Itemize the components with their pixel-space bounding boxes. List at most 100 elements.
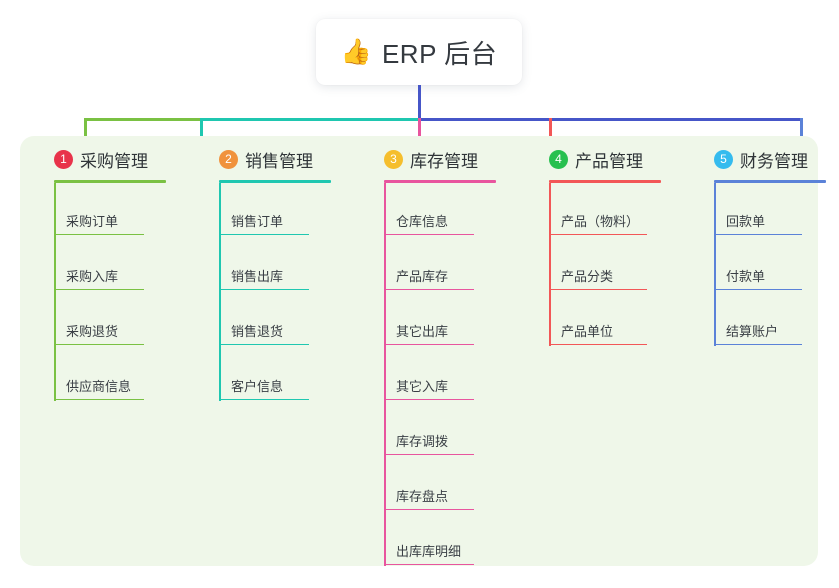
branch-item[interactable]: 出库库明细 (366, 513, 516, 568)
drop-line-2 (200, 118, 203, 145)
branch-spine (714, 183, 716, 346)
branch-number-badge: 2 (219, 149, 238, 169)
branch-item-label: 仓库信息 (396, 214, 449, 229)
branch-spine (54, 183, 56, 401)
branch-item-label: 其它入库 (396, 379, 449, 394)
branch-items: 销售订单销售出库销售退货客户信息 (201, 183, 351, 403)
branch-column-2: 2 销售管理销售订单销售出库销售退货客户信息 (201, 146, 351, 403)
branch-item-label: 供应商信息 (66, 379, 132, 394)
branch-header-rule (384, 180, 496, 183)
root-node[interactable]: 👍 ERP 后台 (316, 19, 522, 85)
drop-line-1 (84, 118, 87, 145)
branch-header-rule (54, 180, 166, 183)
branch-item-rule (714, 288, 802, 290)
branch-item[interactable]: 采购订单 (36, 183, 186, 238)
branch-item-rule (384, 563, 474, 565)
branch-items: 回款单付款单结算账户 (696, 183, 836, 348)
branches-panel (20, 136, 818, 566)
branch-item-label: 库存调拨 (396, 434, 449, 449)
branch-item-label: 产品库存 (396, 269, 449, 284)
bar-segment-3 (417, 118, 802, 121)
branch-number-badge: 1 (54, 149, 73, 169)
branch-header-1[interactable]: 1 采购管理 (36, 146, 186, 172)
branch-items: 采购订单采购入库采购退货供应商信息 (36, 183, 186, 403)
branch-items: 产品（物料） 产品分类产品单位 (531, 183, 681, 348)
branch-header-rule (549, 180, 661, 183)
branch-title: 销售管理 (245, 151, 313, 171)
branch-item-rule (384, 343, 474, 345)
branch-item[interactable]: 采购入库 (36, 238, 186, 293)
branch-header-rule (219, 180, 331, 183)
branch-item-rule (219, 233, 309, 235)
branch-item-label: 客户信息 (231, 379, 284, 394)
branch-item[interactable]: 采购退货 (36, 293, 186, 348)
branch-header-2[interactable]: 2 销售管理 (201, 146, 351, 172)
branch-item-rule (384, 508, 474, 510)
branch-item-label: 产品（物料） (561, 214, 640, 229)
branch-spine (219, 183, 221, 401)
branch-item-label: 出库库明细 (396, 544, 462, 559)
bar-segment-1 (84, 118, 200, 121)
branch-title: 产品管理 (575, 151, 643, 171)
branch-item-rule (549, 233, 647, 235)
branch-number-badge: 3 (384, 149, 403, 169)
branch-item[interactable]: 仓库信息 (366, 183, 516, 238)
branch-number-badge: 4 (549, 149, 568, 169)
branch-item-label: 采购订单 (66, 214, 119, 229)
branch-item[interactable]: 产品单位 (531, 293, 681, 348)
branch-item-rule (384, 453, 474, 455)
branch-item-label: 销售订单 (231, 214, 284, 229)
branch-item-rule (549, 288, 647, 290)
branch-item[interactable]: 客户信息 (201, 348, 351, 403)
branch-item-rule (384, 288, 474, 290)
branch-item-label: 产品分类 (561, 269, 614, 284)
branch-item-label: 结算账户 (726, 324, 779, 339)
branch-item[interactable]: 销售订单 (201, 183, 351, 238)
branch-item[interactable]: 库存调拨 (366, 403, 516, 458)
branch-item[interactable]: 回款单 (696, 183, 836, 238)
branch-item[interactable]: 产品库存 (366, 238, 516, 293)
branch-item[interactable]: 产品分类 (531, 238, 681, 293)
branch-number-badge: 5 (714, 149, 733, 169)
thumbs-up-icon: 👍 (340, 37, 372, 66)
branch-header-4[interactable]: 4 产品管理 (531, 146, 681, 172)
branch-item-label: 销售出库 (231, 269, 284, 284)
branch-item-rule (54, 398, 144, 400)
branch-item-rule (219, 398, 309, 400)
branch-item-label: 销售退货 (231, 324, 284, 339)
bar-segment-2 (200, 118, 419, 121)
branch-item[interactable]: 其它出库 (366, 293, 516, 348)
branch-item-rule (384, 233, 474, 235)
branch-item-label: 采购入库 (66, 269, 119, 284)
branch-item-rule (549, 343, 647, 345)
branch-item[interactable]: 产品（物料） (531, 183, 681, 238)
branch-spine (384, 183, 386, 566)
branch-item-label: 其它出库 (396, 324, 449, 339)
branch-item-label: 付款单 (726, 269, 766, 284)
branch-item[interactable]: 销售退货 (201, 293, 351, 348)
branch-item[interactable]: 结算账户 (696, 293, 836, 348)
branch-item-label: 产品单位 (561, 324, 614, 339)
branch-item-rule (219, 343, 309, 345)
branch-item-rule (714, 343, 802, 345)
trunk-line (417, 85, 421, 121)
branch-item-label: 库存盘点 (396, 489, 449, 504)
branch-item-label: 回款单 (726, 214, 766, 229)
branch-item[interactable]: 销售出库 (201, 238, 351, 293)
branch-title: 采购管理 (80, 151, 148, 171)
branch-item[interactable]: 供应商信息 (36, 348, 186, 403)
branch-column-1: 1 采购管理采购订单采购入库采购退货供应商信息 (36, 146, 186, 403)
branch-item-rule (384, 398, 474, 400)
drop-line-4 (549, 118, 552, 145)
drop-line-3 (418, 118, 421, 145)
branch-item[interactable]: 付款单 (696, 238, 836, 293)
branch-column-4: 4 产品管理产品（物料） 产品分类产品单位 (531, 146, 681, 348)
branch-item[interactable]: 库存盘点 (366, 458, 516, 513)
branch-item[interactable]: 其它入库 (366, 348, 516, 403)
branch-item-rule (54, 233, 144, 235)
branch-item-rule (54, 288, 144, 290)
